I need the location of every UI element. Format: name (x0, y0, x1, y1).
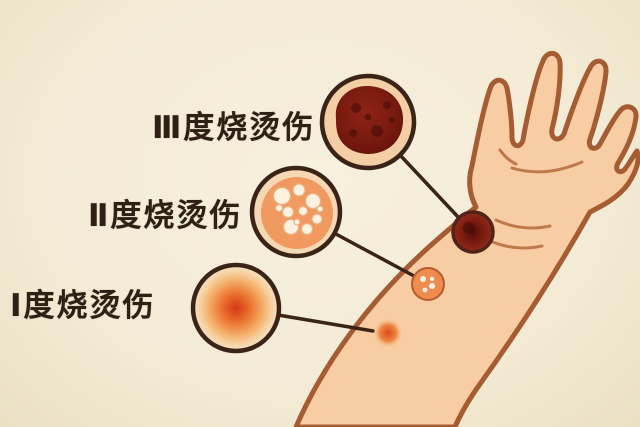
connector-degree1 (276, 313, 375, 333)
connector-degree3 (398, 153, 461, 220)
label-degree2: Ⅱ度烧烫伤 (88, 198, 243, 233)
label-degree3: Ⅲ度烧烫伤 (152, 110, 316, 145)
magnifier-circle-degree3 (319, 73, 417, 171)
burn-spot-degree3 (451, 210, 495, 254)
connector-lines (276, 153, 461, 333)
magnifier-circle-degree1 (190, 262, 282, 354)
label-degree1: Ⅰ度烧烫伤 (10, 288, 156, 323)
burn-spot-degree2 (411, 267, 445, 301)
magnifier-circle-degree2 (249, 165, 343, 259)
connector-degree2 (332, 231, 416, 278)
burn-spot-degree1 (373, 318, 403, 348)
